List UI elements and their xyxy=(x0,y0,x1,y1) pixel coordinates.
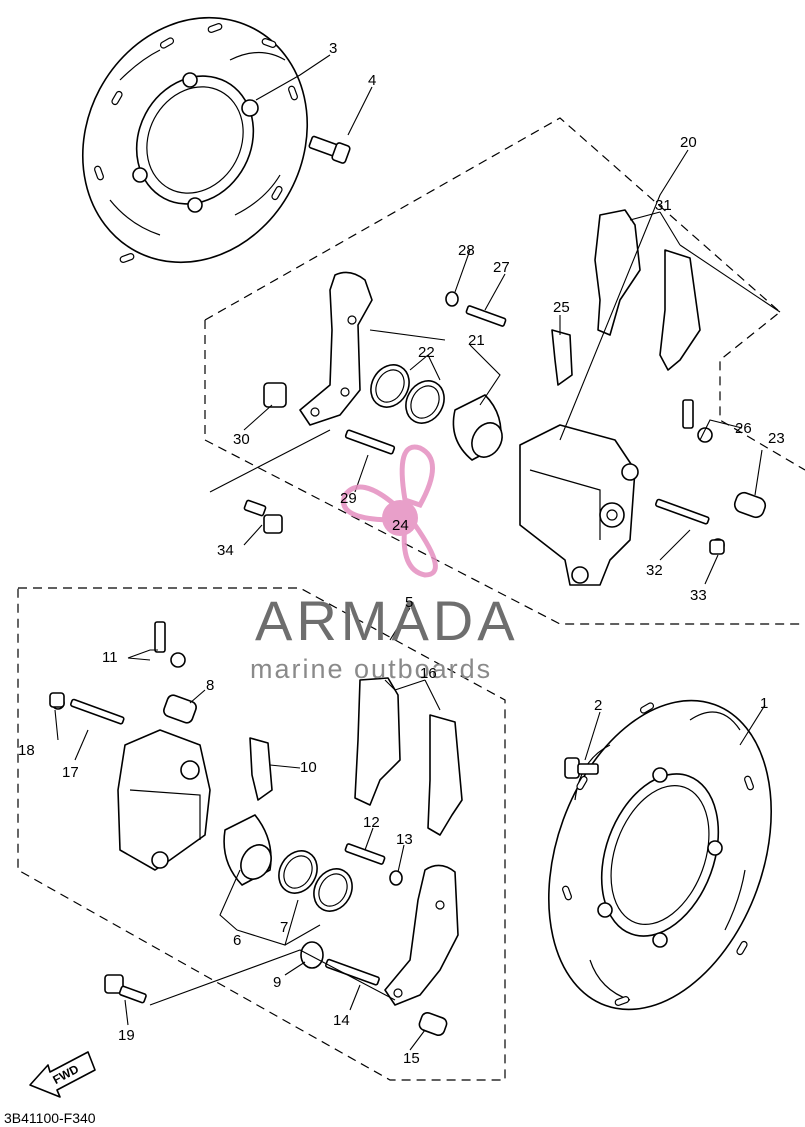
caliper-body-front xyxy=(117,729,211,871)
callout-29: 29 xyxy=(340,490,357,507)
mount-bolt-rear xyxy=(243,499,283,534)
callout-4: 4 xyxy=(368,72,376,89)
slide-pin-boot-rear xyxy=(733,491,767,519)
callout-19: 19 xyxy=(118,1027,135,1044)
bolt-29-rear xyxy=(344,429,396,455)
group-outline-rear-caliper-bottom xyxy=(204,320,805,625)
brake-disc-bottom xyxy=(548,699,772,1011)
callout-2: 2 xyxy=(594,697,602,714)
bolt-12-front xyxy=(344,843,386,865)
callout-6: 6 xyxy=(233,932,241,949)
bolt-14-front xyxy=(325,958,380,986)
caliper-piston-seals-front xyxy=(278,850,353,912)
caliper-body-rear xyxy=(519,424,639,586)
brake-pads-front xyxy=(354,677,463,836)
callout-22: 22 xyxy=(418,344,435,361)
callout-14: 14 xyxy=(333,1012,350,1029)
brake-disc-top xyxy=(81,16,309,264)
callout-31: 31 xyxy=(655,197,672,214)
callout-10: 10 xyxy=(300,759,317,776)
pin-33-rear xyxy=(709,539,725,555)
brake-pads-rear xyxy=(594,209,701,371)
callout-34: 34 xyxy=(217,542,234,559)
caliper-bracket-front xyxy=(384,864,459,1006)
callout-1: 1 xyxy=(760,695,768,712)
watermark-emblem xyxy=(341,444,438,578)
sleeve-8-front xyxy=(163,694,197,724)
callout-15: 15 xyxy=(403,1050,420,1067)
callout-23: 23 xyxy=(768,430,785,447)
pin-18-front xyxy=(49,692,65,708)
pad-spring-rear xyxy=(551,329,573,386)
callout-11: 11 xyxy=(102,649,118,666)
boot-15-front xyxy=(418,1011,448,1037)
callout-16: 16 xyxy=(420,665,437,682)
sleeve-9-front xyxy=(300,941,324,969)
callout-28: 28 xyxy=(458,242,475,259)
callout-32: 32 xyxy=(646,562,663,579)
bleed-screw-rear xyxy=(682,399,713,443)
sleeve-30-rear xyxy=(263,382,287,408)
callout-3: 3 xyxy=(329,40,337,57)
forward-direction-arrow: FWD xyxy=(29,1051,96,1098)
caliper-bracket-rear xyxy=(299,271,373,426)
caliper-piston-seals-rear xyxy=(370,364,445,424)
callout-9: 9 xyxy=(273,974,281,991)
disc-bolt-bottom xyxy=(564,757,599,779)
callout-7: 7 xyxy=(280,919,288,936)
callout-30: 30 xyxy=(233,431,250,448)
bleed-screw-front xyxy=(154,621,186,668)
callout-21: 21 xyxy=(468,332,485,349)
washer-13-front xyxy=(389,870,403,886)
caliper-piston-front xyxy=(223,814,272,886)
pad-spring-front xyxy=(249,737,273,801)
callout-8: 8 xyxy=(206,677,214,694)
callout-5: 5 xyxy=(405,594,413,611)
bolt-27-rear xyxy=(465,305,507,327)
callout-20: 20 xyxy=(680,134,697,151)
watermark-tagline: marine outboards xyxy=(250,654,492,684)
washer-28-rear xyxy=(445,291,459,307)
callout-33: 33 xyxy=(690,587,707,604)
diagram-code: 3B41100-F340 xyxy=(4,1110,96,1126)
callout-12: 12 xyxy=(363,814,380,831)
caliper-piston-rear xyxy=(452,394,503,461)
callout-18: 18 xyxy=(18,742,35,759)
callout-25: 25 xyxy=(553,299,570,316)
watermark-brand: ARMADA xyxy=(255,589,519,652)
callout-27: 27 xyxy=(493,259,510,276)
callout-24: 24 xyxy=(392,517,409,534)
callout-26: 26 xyxy=(735,420,752,437)
callout-labels: 1 2 3 4 5 6 7 8 9 10 11 12 13 14 15 16 1… xyxy=(18,40,785,1067)
disc-bolt-top xyxy=(308,135,351,164)
leader-lines xyxy=(54,54,781,1051)
callout-13: 13 xyxy=(396,831,413,848)
callout-17: 17 xyxy=(62,764,79,781)
group-outline-rear-caliper xyxy=(204,117,805,471)
mount-bolt-19-front xyxy=(104,974,147,1004)
